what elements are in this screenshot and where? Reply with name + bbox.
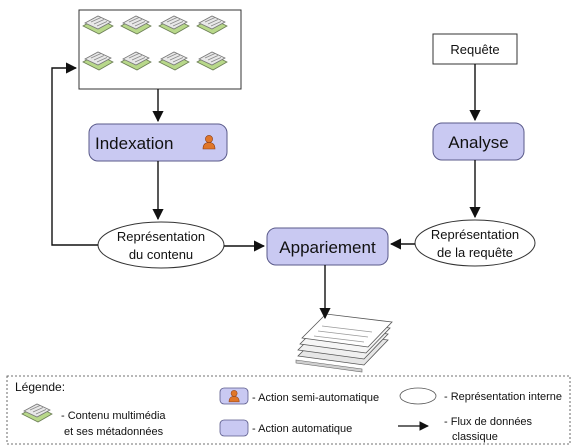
legend: Légende: - Contenu multimédia et ses mét… xyxy=(6,375,571,445)
analysis-node: Analyse xyxy=(432,122,525,161)
legend-title: Légende: xyxy=(15,380,65,394)
result-documents-icon xyxy=(295,313,393,373)
analysis-label: Analyse xyxy=(448,133,508,152)
matching-label: Appariement xyxy=(279,238,376,257)
indexation-node: Indexation xyxy=(88,123,228,162)
legend-auto-swatch xyxy=(219,419,249,437)
content-representation-node: Représentation du contenu xyxy=(97,221,225,269)
query-repr-line2: de la requête xyxy=(437,245,513,260)
query-representation-node: Représentation de la requête xyxy=(414,219,536,267)
legend-flow-line2: classique xyxy=(452,431,498,443)
query-node: Requête xyxy=(432,33,518,65)
flow-arrows xyxy=(51,62,481,320)
query-label: Requête xyxy=(450,42,499,57)
content-repr-line2: du contenu xyxy=(129,247,193,262)
multimedia-collection xyxy=(78,9,242,90)
legend-ellipse-swatch xyxy=(399,387,437,405)
legend-semi-auto-label: - Action semi-automatique xyxy=(252,392,379,404)
legend-multimedia-line1: - Contenu multimédia xyxy=(61,410,166,422)
legend-auto-label: - Action automatique xyxy=(252,423,352,435)
legend-flow-line1: - Flux de données xyxy=(444,416,533,428)
matching-node: Appariement xyxy=(266,227,389,266)
indexation-label: Indexation xyxy=(95,134,173,153)
arrow-feedback-to-collection xyxy=(51,62,98,246)
content-repr-line1: Représentation xyxy=(117,229,205,244)
legend-internal-repr-label: - Représentation interne xyxy=(444,391,562,403)
query-repr-line1: Représentation xyxy=(431,227,519,242)
legend-multimedia-line2: et ses métadonnées xyxy=(64,426,164,438)
